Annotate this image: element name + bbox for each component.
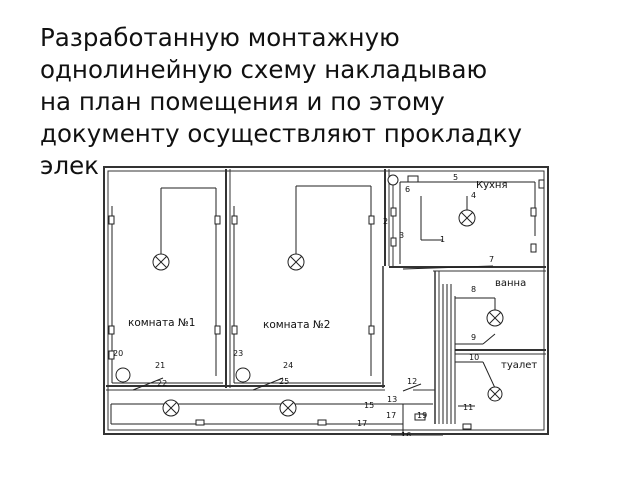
marker-19: 19 <box>417 411 427 420</box>
marker-25: 25 <box>279 377 289 386</box>
marker-24: 24 <box>283 361 293 370</box>
marker-10: 10 <box>469 353 479 362</box>
socket-icon <box>390 237 397 247</box>
marker-8: 8 <box>471 285 476 294</box>
slide-body-text: Разработанную монтажную однолинейную схе… <box>40 23 522 180</box>
room-label-kitchen: Кухня <box>476 180 508 191</box>
socket-icon <box>390 207 397 217</box>
marker-17b: 17 <box>357 419 367 428</box>
marker-9: 9 <box>471 333 476 342</box>
room-label-1: комната №1 <box>128 317 195 329</box>
socket-icon <box>231 325 238 335</box>
lamp-icon <box>487 386 503 402</box>
socket-icon <box>108 350 115 360</box>
socket-icon <box>231 215 238 225</box>
floor-plan: комната №1 комната №2 Кухня ванна туалет… <box>103 166 550 436</box>
socket-icon <box>530 207 537 217</box>
socket-icon <box>530 243 537 253</box>
lamp-icons <box>115 174 504 417</box>
lamp-icon <box>152 253 170 271</box>
marker-17a: 17 <box>386 411 396 420</box>
socket-icons <box>108 175 545 436</box>
lamp-icon <box>287 253 305 271</box>
room-label-toilet: туалет <box>501 360 537 371</box>
socket-icon <box>407 175 419 183</box>
socket-icon <box>214 215 221 225</box>
socket-icon <box>368 325 375 335</box>
socket-icon <box>414 413 426 421</box>
lamp-icon <box>162 399 180 417</box>
marker-5: 5 <box>453 173 458 182</box>
room-labels: комната №1 комната №2 Кухня ванна туалет <box>128 180 537 371</box>
marker-22: 22 <box>157 379 167 388</box>
socket-icon <box>462 423 472 430</box>
outer-walls <box>103 166 549 435</box>
marker-2: 2 <box>383 217 388 226</box>
marker-1: 1 <box>440 235 445 244</box>
socket-icon <box>214 325 221 335</box>
marker-3: 3 <box>399 231 404 240</box>
marker-23: 23 <box>233 349 243 358</box>
lamp-icon <box>279 399 297 417</box>
lamp-icon <box>387 174 399 186</box>
socket-icon <box>195 419 205 426</box>
lamp-icon <box>458 209 476 227</box>
socket-icon <box>368 215 375 225</box>
marker-13: 13 <box>387 395 397 404</box>
lamp-icon <box>235 367 251 383</box>
socket-icon <box>108 325 115 335</box>
marker-16: 16 <box>401 431 411 436</box>
marker-11: 11 <box>463 403 473 412</box>
marker-labels: 1 2 3 4 5 6 7 8 9 10 11 12 13 14 15 16 1… <box>113 173 494 436</box>
marker-12: 12 <box>407 377 417 386</box>
marker-20: 20 <box>113 349 123 358</box>
room-label-bath: ванна <box>495 278 526 289</box>
marker-7: 7 <box>489 255 494 264</box>
socket-icon <box>538 179 545 189</box>
marker-6: 6 <box>405 185 410 194</box>
socket-icon <box>317 419 327 426</box>
lamp-icon <box>486 309 504 327</box>
marker-21: 21 <box>155 361 165 370</box>
marker-4: 4 <box>471 191 476 200</box>
lamp-icon <box>115 367 131 383</box>
marker-15: 15 <box>364 401 374 410</box>
room-label-2: комната №2 <box>263 319 330 331</box>
socket-icon <box>108 215 115 225</box>
